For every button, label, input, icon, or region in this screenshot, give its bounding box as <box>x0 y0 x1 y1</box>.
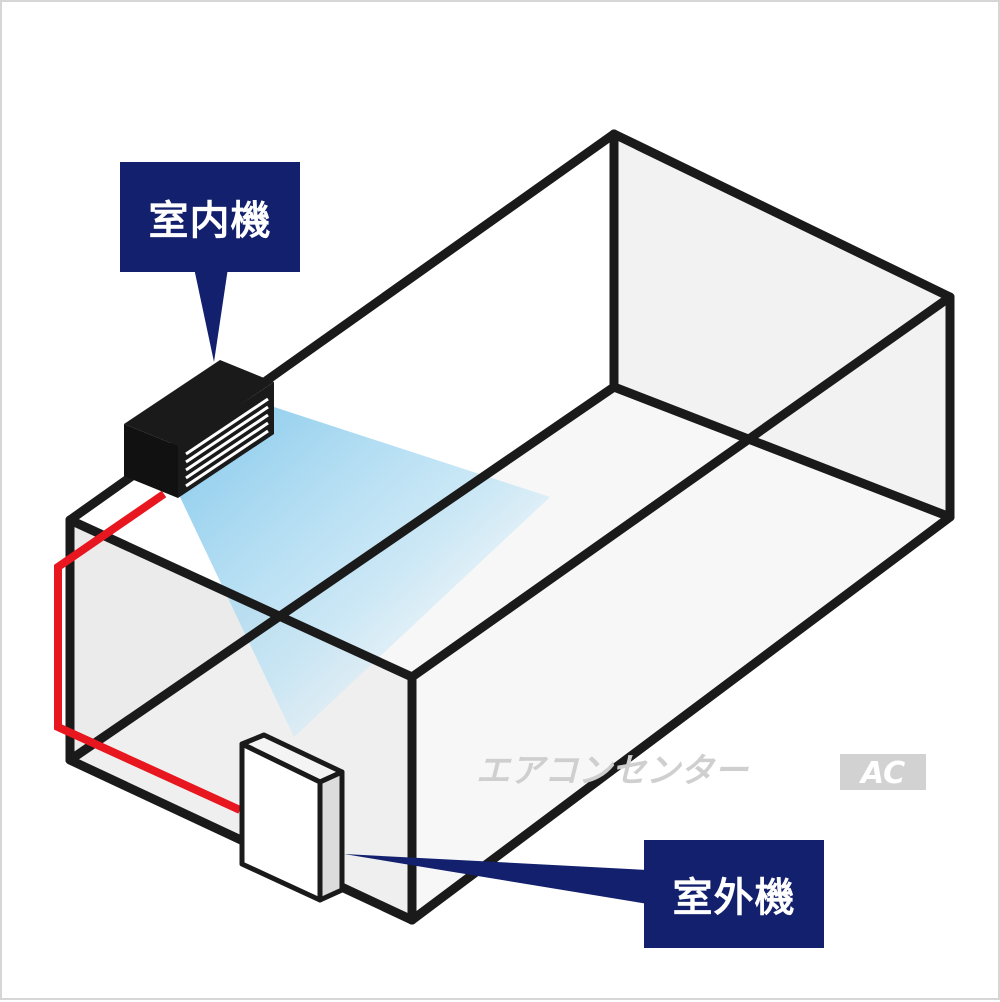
indoor-callout-pointer <box>194 268 228 362</box>
outdoor-unit-right <box>317 769 345 903</box>
outdoor-unit-label: 室外機 <box>644 840 824 948</box>
edge <box>65 382 619 765</box>
back-right-wall <box>614 134 950 517</box>
edge <box>65 515 417 682</box>
edge <box>609 382 955 522</box>
outdoor-callout-pointer <box>344 854 648 904</box>
indoor-unit-label: 室内機 <box>120 162 300 272</box>
indoor-unit-vents <box>185 397 269 488</box>
indoor-unit-side <box>124 424 178 498</box>
watermark-logo: AC <box>859 756 905 791</box>
outdoor-unit-front <box>239 741 323 903</box>
watermark-text: エアコンセンター <box>476 751 749 791</box>
refrigerant-pipe <box>54 490 242 814</box>
indoor-unit-top <box>124 360 274 446</box>
outdoor-unit <box>239 732 345 903</box>
edge <box>609 129 955 302</box>
edge <box>407 512 955 925</box>
watermark: エアコンセンター AC <box>476 751 926 791</box>
edge <box>407 292 955 682</box>
indoor-unit <box>124 360 274 498</box>
watermark-logo-box <box>840 754 926 790</box>
